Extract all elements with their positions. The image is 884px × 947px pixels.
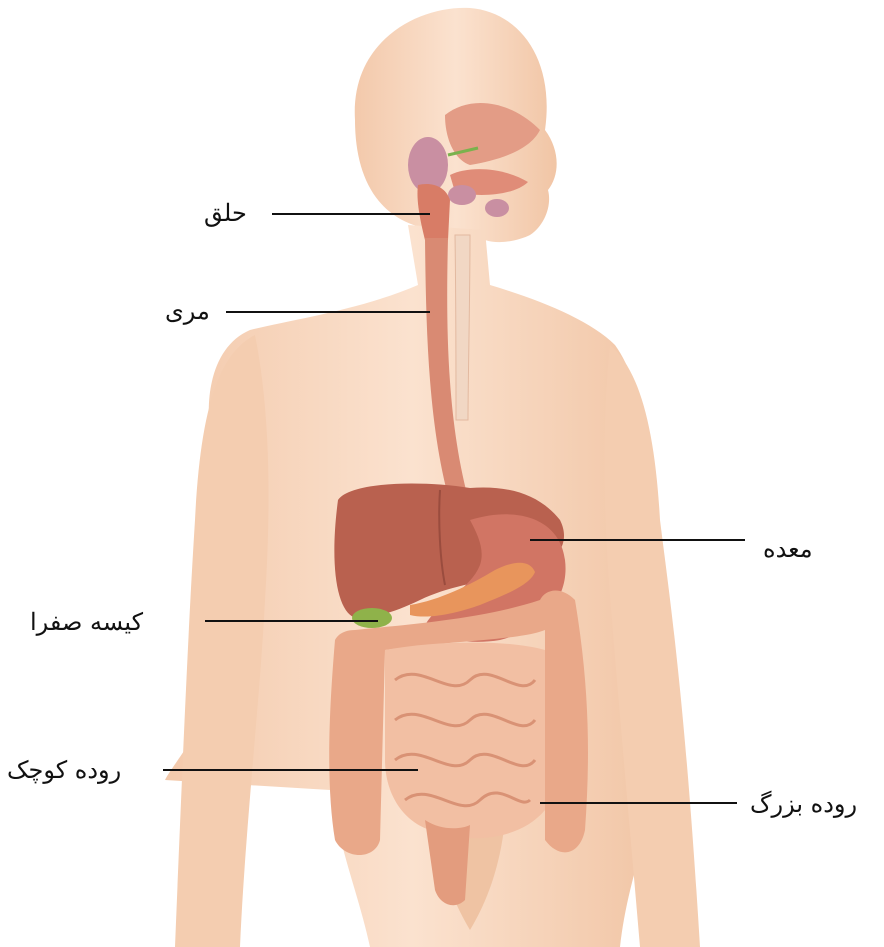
salivary-gland-front	[485, 199, 509, 217]
trachea-shape	[455, 235, 470, 420]
left-arm-shape	[175, 335, 269, 947]
small-intestine-shape	[385, 643, 545, 839]
esophagus-label: مری	[165, 299, 210, 323]
salivary-gland-lower	[448, 185, 476, 205]
pharynx-label: حلق	[204, 201, 247, 225]
gallbladder-shape	[352, 608, 392, 628]
small-intestine-label: روده کوچک	[7, 758, 121, 782]
large-intestine-label: روده بزرگ	[750, 792, 857, 816]
gallbladder-label: کیسه صفرا	[30, 610, 143, 634]
stomach-label: معده	[763, 537, 813, 561]
